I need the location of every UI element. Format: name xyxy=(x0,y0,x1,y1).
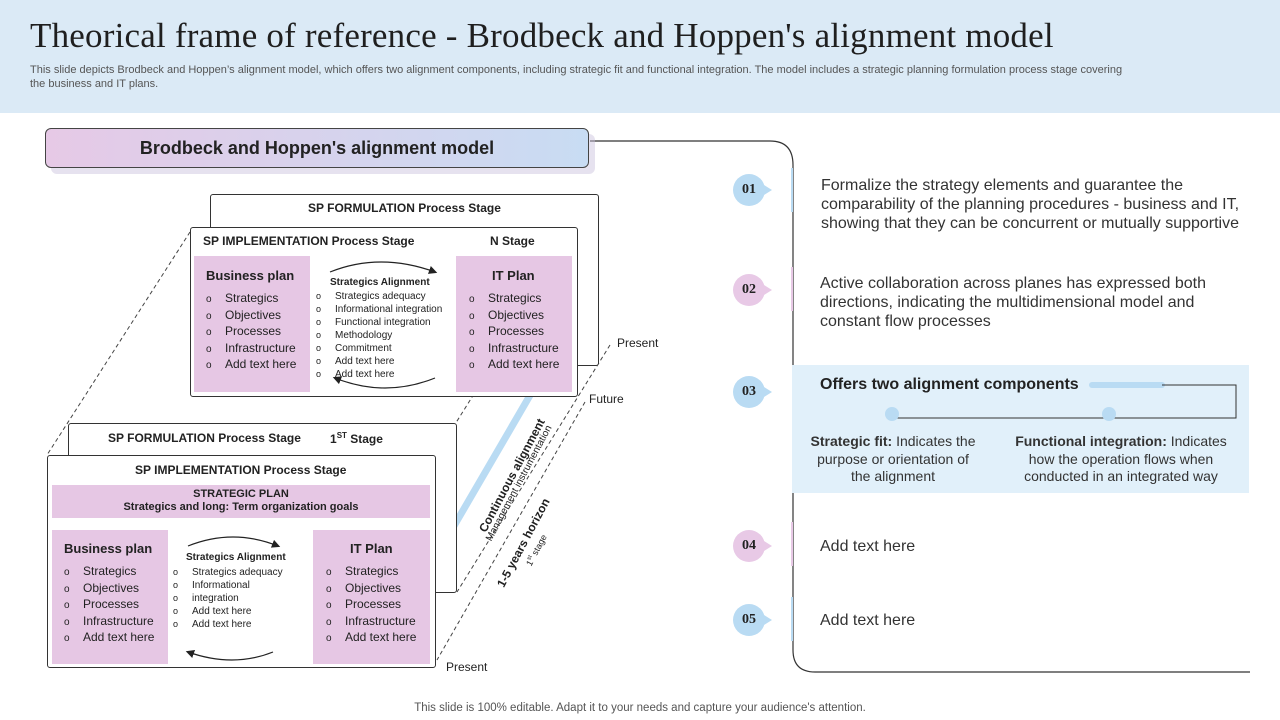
point-01-tick xyxy=(791,168,793,212)
list-item: Processes xyxy=(64,597,154,614)
present-top-label: Present xyxy=(617,336,659,350)
point-03-panel xyxy=(792,365,1249,493)
point-04-text: Add text here xyxy=(820,538,916,555)
list-item: Infrastructure xyxy=(469,341,559,358)
bottom-it-plan-title: IT Plan xyxy=(350,541,393,556)
model-heading: Brodbeck and Hoppen's alignment model xyxy=(45,128,589,168)
dashed-line-future xyxy=(436,401,586,661)
point-03-badge: 03 xyxy=(733,376,772,408)
top-it-plan-list: Strategics Objectives Processes Infrastr… xyxy=(469,291,559,374)
list-item: integration xyxy=(173,592,283,605)
list-item: Strategics xyxy=(326,564,416,581)
components-connector xyxy=(885,382,1237,421)
top-cycle-arrows xyxy=(329,261,438,389)
strategic-plan-title: STRATEGIC PLAN xyxy=(193,488,289,500)
list-item: Processes xyxy=(326,597,416,614)
point-05-tick xyxy=(791,597,793,641)
bottom-alignment-title: Strategics Alignment xyxy=(186,552,286,563)
list-item: Strategics xyxy=(469,291,559,308)
page-subtitle: This slide depicts Brodbeck and Hoppen’s… xyxy=(30,64,1123,90)
list-item: Add text here xyxy=(64,630,154,647)
page-title: Theorical frame of reference - Brodbeck … xyxy=(30,16,1054,55)
bottom-stage-label: 1ST Stage xyxy=(330,431,383,446)
point-01-text: Formalize the strategy elements and guar… xyxy=(821,177,1240,232)
functional-integration-text: Functional integration: Indicates how th… xyxy=(1015,433,1227,484)
header-banner: Theorical frame of reference - Brodbeck … xyxy=(0,0,1280,113)
point-05-text: Add text here xyxy=(820,612,916,629)
top-alignment-title: Strategics Alignment xyxy=(330,277,430,288)
list-item: Objectives xyxy=(206,308,296,325)
point-02-tick xyxy=(791,267,793,311)
future-label: Future xyxy=(589,392,624,406)
list-item: Processes xyxy=(469,324,559,341)
list-item: Add text here xyxy=(316,368,442,381)
list-item: Add text here xyxy=(206,357,296,374)
point-01-badge: 01 xyxy=(733,174,772,206)
top-business-plan-list: Strategics Objectives Processes Infrastr… xyxy=(206,291,296,374)
point-02-badge: 02 xyxy=(733,274,772,306)
list-item: Add text here xyxy=(173,618,283,631)
strategic-plan-sub: Strategics and long: Term organization g… xyxy=(123,501,359,513)
present-bottom-label: Present xyxy=(446,660,488,674)
list-item: Informational integration xyxy=(316,303,442,316)
list-item: Add text here xyxy=(316,355,442,368)
list-item: Strategics xyxy=(64,564,154,581)
top-business-plan-title: Business plan xyxy=(206,268,295,283)
dashed-line-left xyxy=(46,231,191,456)
point-04-badge: 04 xyxy=(733,530,772,562)
strategic-plan-banner: STRATEGIC PLAN Strategics and long: Term… xyxy=(52,485,430,518)
list-item: Strategics xyxy=(206,291,296,308)
bottom-implementation-label: SP IMPLEMENTATION Process Stage xyxy=(135,463,347,477)
strategic-fit-text: Strategic fit: Indicates the purpose or … xyxy=(810,433,976,484)
list-item: Objectives xyxy=(64,581,154,598)
list-item: Add text here xyxy=(326,630,416,647)
list-item: Add text here xyxy=(469,357,559,374)
top-implementation-label: SP IMPLEMENTATION Process Stage xyxy=(203,234,415,248)
list-item: Strategics adequacy xyxy=(173,566,283,579)
point-04-tick xyxy=(791,522,793,566)
bottom-cycle-arrows xyxy=(185,536,281,661)
point-03-title: Offers two alignment components xyxy=(820,376,1079,393)
list-item: Infrastructure xyxy=(206,341,296,358)
bottom-alignment-list: Strategics adequacy Informational integr… xyxy=(173,566,283,631)
list-item: Add text here xyxy=(173,605,283,618)
top-alignment-list: Strategics adequacy Informational integr… xyxy=(316,290,442,381)
list-item: Functional integration xyxy=(316,316,442,329)
point-02-text: Active collaboration across planes has e… xyxy=(820,275,1206,330)
list-item: Processes xyxy=(206,324,296,341)
list-item: Infrastructure xyxy=(326,614,416,631)
list-item: Methodology xyxy=(316,329,442,342)
list-item: Informational xyxy=(173,579,283,592)
list-item: Commitment xyxy=(316,342,442,355)
list-item: Objectives xyxy=(326,581,416,598)
list-item: Strategics adequacy xyxy=(316,290,442,303)
bottom-it-plan-list: Strategics Objectives Processes Infrastr… xyxy=(326,564,416,647)
top-it-plan-title: IT Plan xyxy=(492,268,535,283)
list-item: Infrastructure xyxy=(64,614,154,631)
bottom-business-plan-list: Strategics Objectives Processes Infrastr… xyxy=(64,564,154,647)
bottom-business-plan-title: Business plan xyxy=(64,541,153,556)
top-formulation-label: SP FORMULATION Process Stage xyxy=(308,201,501,215)
list-item: Objectives xyxy=(469,308,559,325)
point-05-badge: 05 xyxy=(733,604,772,636)
top-n-stage-label: N Stage xyxy=(490,234,535,248)
footer-note: This slide is 100% editable. Adapt it to… xyxy=(414,702,866,714)
bottom-formulation-label: SP FORMULATION Process Stage xyxy=(108,431,301,445)
